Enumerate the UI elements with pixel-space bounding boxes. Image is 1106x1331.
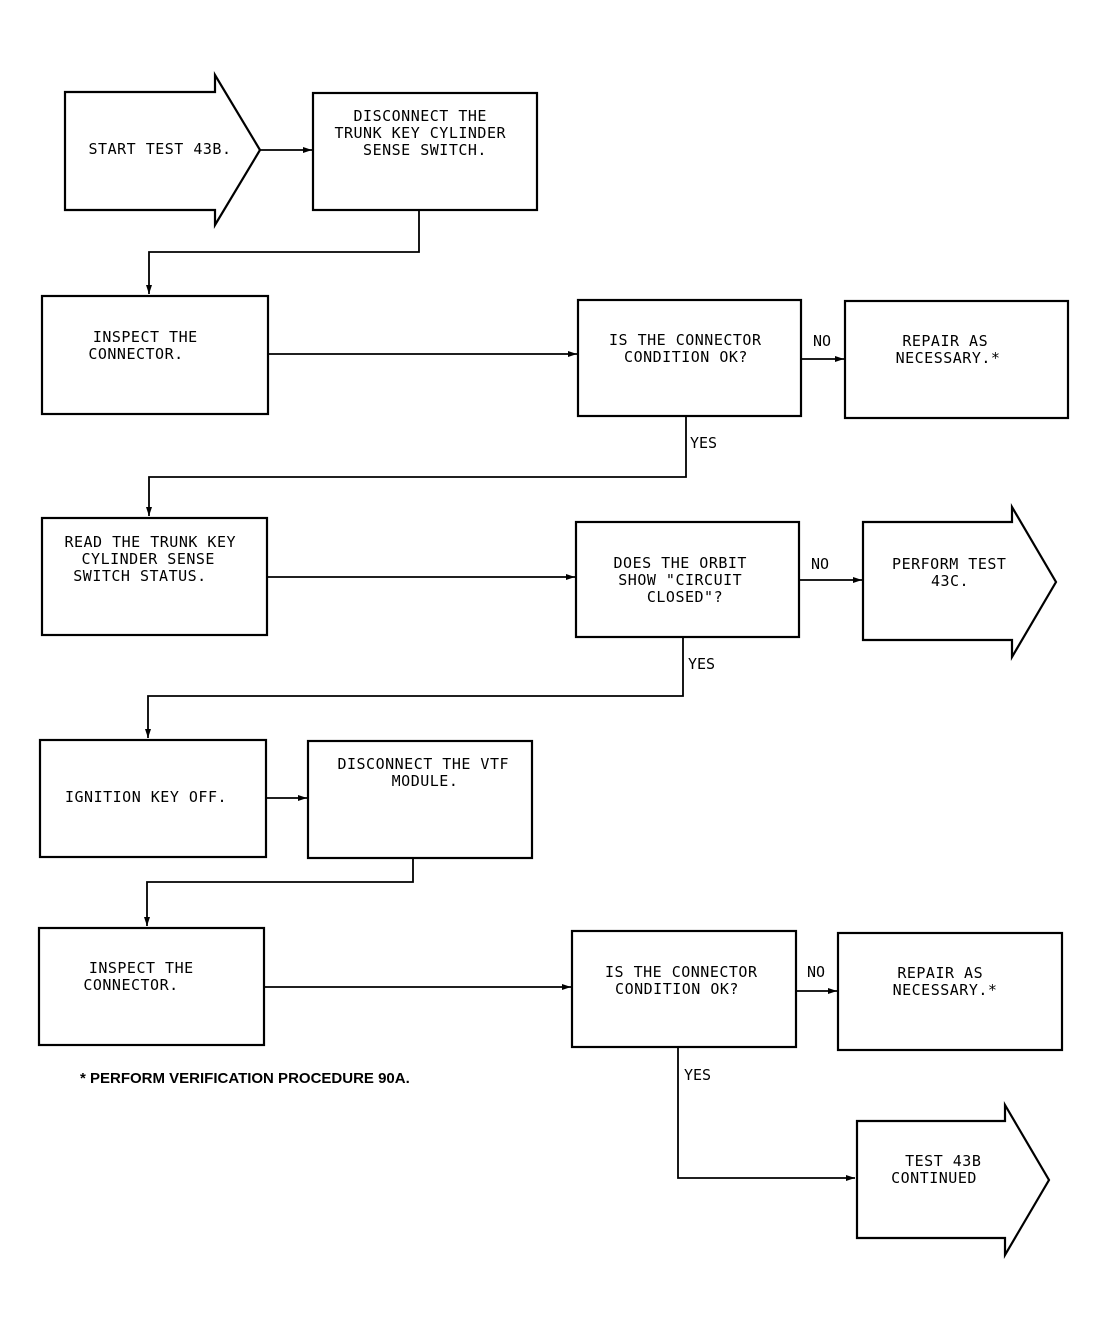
connector-ok-1-decision: IS THE CONNECTOR CONDITION OK? bbox=[576, 298, 803, 418]
repair-1-label: REPAIR AS NECESSARY.* bbox=[896, 332, 1001, 367]
no-label-3: NO bbox=[807, 963, 825, 981]
yes-label-1: YES bbox=[690, 434, 717, 452]
yes-label-3: YES bbox=[684, 1066, 711, 1084]
inspect-connector-1-node: INSPECT THE CONNECTOR. bbox=[40, 294, 270, 416]
continued-label: TEST 43B CONTINUED bbox=[891, 1152, 991, 1187]
inspect-connector-1-label: INSPECT THE CONNECTOR. bbox=[88, 328, 207, 363]
start-label: START TEST 43B. bbox=[89, 140, 232, 158]
disconnect-trunk-label: DISCONNECT THE TRUNK KEY CYLINDER SENSE … bbox=[334, 107, 515, 159]
disconnect-trunk-node: DISCONNECT THE TRUNK KEY CYLINDER SENSE … bbox=[311, 91, 539, 212]
connector-ok-2-label: IS THE CONNECTOR CONDITION OK? bbox=[605, 963, 767, 998]
repair-1-node: REPAIR AS NECESSARY.* bbox=[843, 299, 1070, 420]
ignition-off-label: IGNITION KEY OFF. bbox=[65, 788, 227, 806]
edge-decision2-yes bbox=[677, 1047, 855, 1181]
yes-label-2: YES bbox=[688, 655, 715, 673]
start-node: START TEST 43B. bbox=[63, 71, 262, 229]
edge-orbit-yes bbox=[145, 637, 684, 738]
footnote: * PERFORM VERIFICATION PROCEDURE 90A. bbox=[80, 1070, 410, 1087]
edge-vtf-to-inspect2 bbox=[144, 858, 414, 926]
edge-decision1-yes bbox=[146, 416, 687, 516]
perform-43c-label: PERFORM TEST 43C. bbox=[892, 555, 1016, 590]
no-label-2: NO bbox=[811, 555, 829, 573]
no-label-1: NO bbox=[813, 332, 831, 350]
inspect-connector-2-label: INSPECT THE CONNECTOR. bbox=[83, 959, 203, 994]
orbit-closed-label: DOES THE ORBIT SHOW "CIRCUIT CLOSED"? bbox=[614, 554, 757, 606]
continued-node: TEST 43B CONTINUED bbox=[855, 1100, 1051, 1260]
disconnect-vtf-label: DISCONNECT THE VTF MODULE. bbox=[337, 755, 518, 790]
repair-2-node: REPAIR AS NECESSARY.* bbox=[836, 931, 1064, 1052]
ignition-off-node: IGNITION KEY OFF. bbox=[38, 738, 268, 859]
disconnect-vtf-node: DISCONNECT THE VTF MODULE. bbox=[306, 739, 534, 860]
orbit-closed-decision: DOES THE ORBIT SHOW "CIRCUIT CLOSED"? bbox=[574, 520, 801, 639]
edge-disconnect-to-inspect bbox=[146, 210, 420, 294]
perform-43c-node: PERFORM TEST 43C. bbox=[861, 502, 1058, 662]
connector-ok-2-decision: IS THE CONNECTOR CONDITION OK? bbox=[570, 929, 798, 1049]
repair-2-label: REPAIR AS NECESSARY.* bbox=[893, 964, 998, 999]
connector-ok-1-label: IS THE CONNECTOR CONDITION OK? bbox=[609, 331, 771, 366]
read-status-node: READ THE TRUNK KEY CYLINDER SENSE SWITCH… bbox=[40, 516, 269, 637]
read-status-label: READ THE TRUNK KEY CYLINDER SENSE SWITCH… bbox=[64, 533, 245, 585]
inspect-connector-2-node: INSPECT THE CONNECTOR. bbox=[37, 926, 266, 1047]
